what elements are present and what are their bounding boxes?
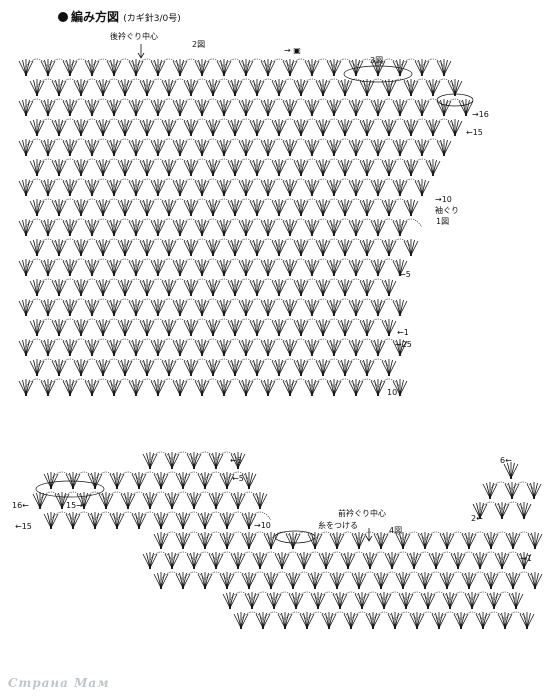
- fig2-label: 2図: [192, 40, 206, 49]
- row1-label: ←1: [397, 328, 409, 337]
- title-sub: (カギ針3/0号): [123, 14, 181, 24]
- row25-label: →25: [395, 340, 412, 349]
- lower-right-row2-label: 2←: [471, 514, 483, 523]
- arrow-box-label: → ▣: [284, 46, 301, 55]
- lower-row16-label: 16←: [12, 501, 29, 510]
- row16-label: →16: [472, 110, 489, 119]
- fig4-label: 4図: [389, 526, 403, 535]
- row15-label: ←15: [466, 128, 483, 137]
- row10-label: →10: [435, 195, 452, 204]
- lower-row5-label: ←5: [232, 474, 244, 483]
- armhole-label: 袖ぐり: [435, 206, 459, 215]
- lower-row10-label: →10: [254, 521, 271, 530]
- front-neck-center-label: 前衿ぐり中心: [338, 509, 386, 518]
- chart-arrows: [35, 44, 474, 544]
- fig1-label: 1図: [436, 217, 450, 226]
- watermark-logo: Страна Мам: [8, 676, 110, 690]
- attach-yarn-label: 糸をつける: [318, 521, 358, 530]
- fig3-label: 3図: [370, 56, 384, 65]
- chart-title: 編み方図 (カギ針3/0号): [58, 8, 181, 25]
- title-main: 編み方図: [71, 10, 120, 24]
- lower-chart-rows: [32, 451, 543, 630]
- lower-row6-label: ←6: [230, 456, 242, 465]
- back-neck-center-label: 後衿ぐり中心: [110, 32, 158, 41]
- lower-right-row1-label: →1: [520, 554, 532, 563]
- row10b-label: 10: [387, 388, 398, 397]
- bullet-icon: [58, 12, 68, 22]
- lower-right-row6-label: 6←: [500, 456, 512, 465]
- lower-row15-label: 15→: [66, 501, 83, 510]
- lower-row15b-label: ←15: [15, 522, 32, 531]
- row5-label: ←5: [399, 270, 411, 279]
